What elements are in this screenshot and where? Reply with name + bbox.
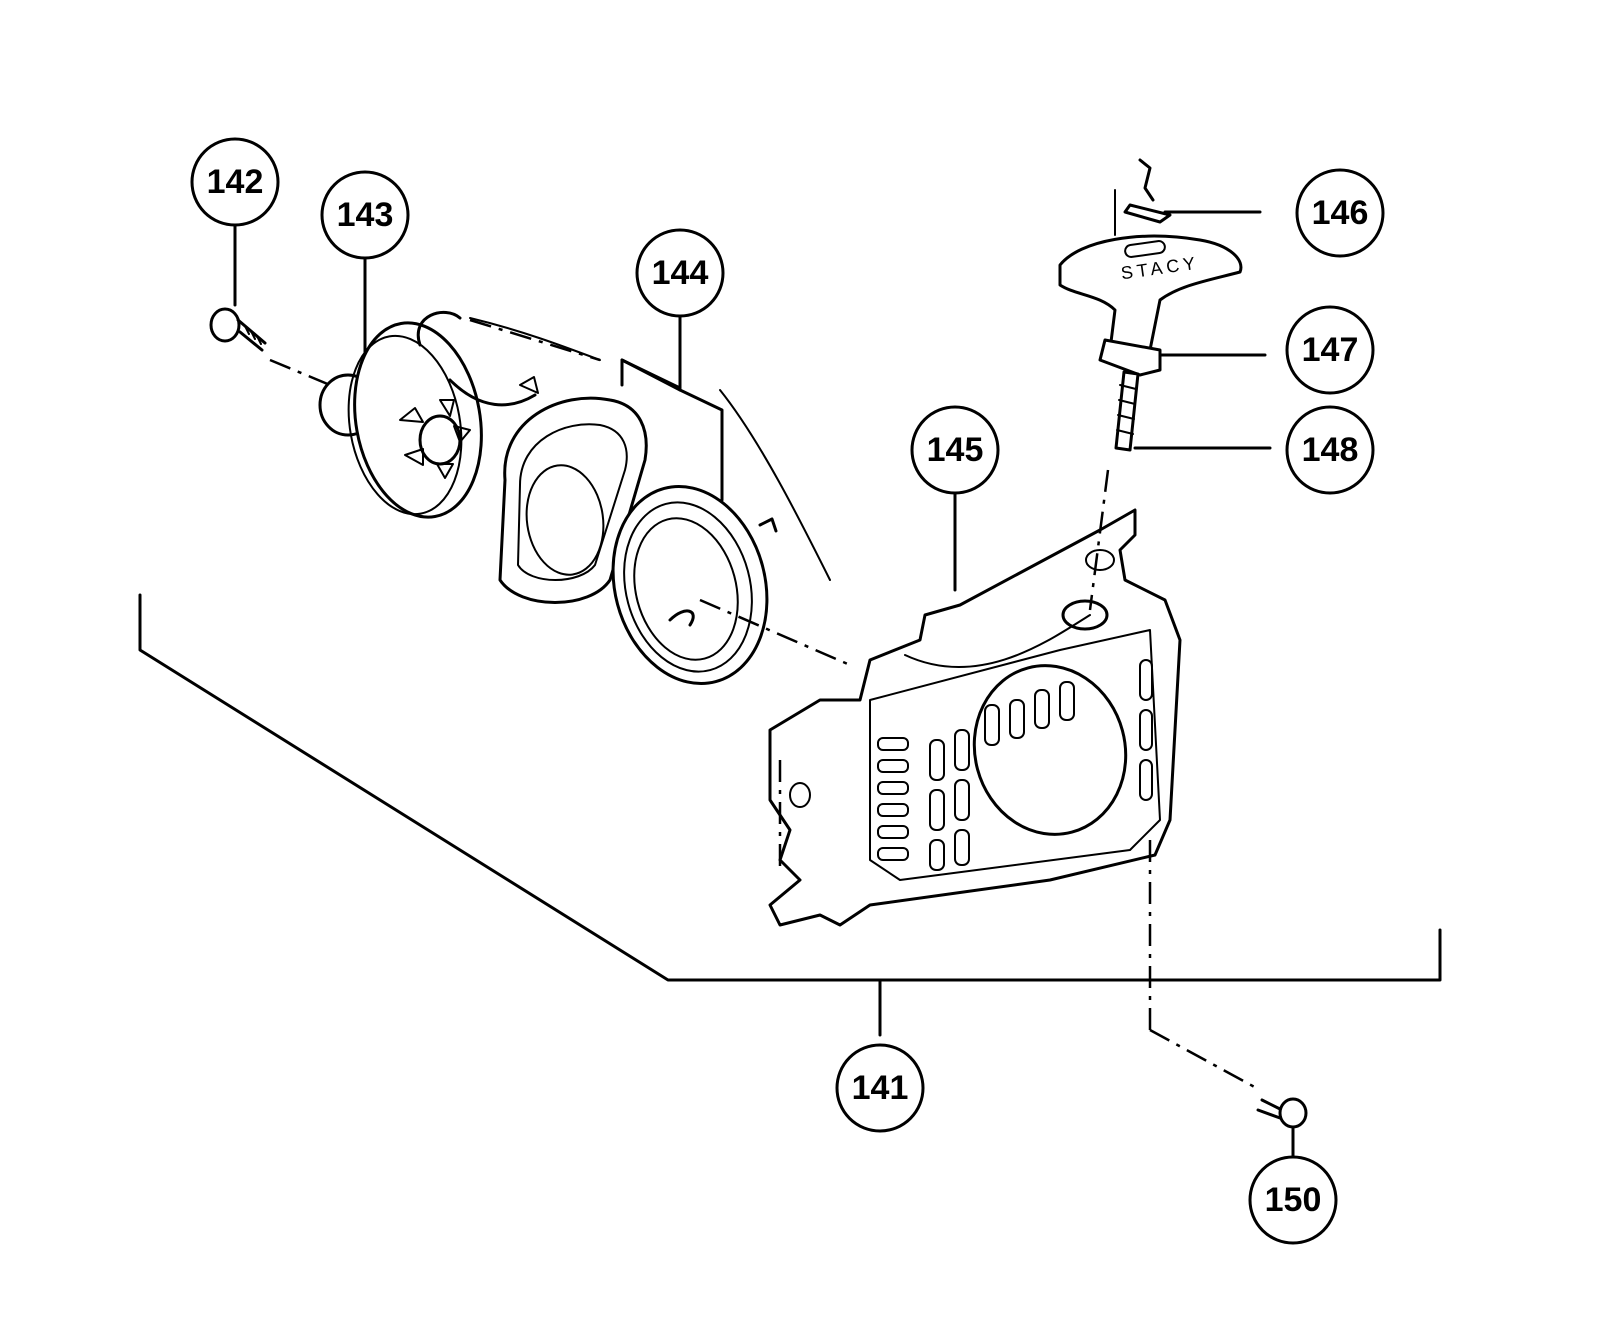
svg-text:147: 147 bbox=[1302, 331, 1359, 369]
callout-142: 142 bbox=[190, 137, 280, 227]
svg-text:144: 144 bbox=[652, 254, 709, 292]
callout-143: 143 bbox=[320, 170, 410, 260]
callout-146: 146 bbox=[1295, 168, 1385, 258]
callout-144: 144 bbox=[635, 228, 725, 318]
screw-150 bbox=[1148, 840, 1308, 1160]
assembly-bracket-141 bbox=[138, 593, 1442, 1037]
svg-text:145: 145 bbox=[927, 431, 984, 469]
callout-148: 148 bbox=[1285, 405, 1375, 495]
callout-150: 150 bbox=[1248, 1155, 1338, 1245]
spring-set-144 bbox=[498, 303, 851, 686]
pulley-143 bbox=[318, 253, 601, 519]
svg-text:150: 150 bbox=[1265, 1181, 1322, 1219]
svg-text:142: 142 bbox=[207, 163, 264, 201]
svg-text:143: 143 bbox=[337, 196, 394, 234]
callout-145: 145 bbox=[910, 405, 1000, 495]
callout-147: 147 bbox=[1285, 305, 1375, 395]
starter-cover-145 bbox=[768, 483, 1182, 927]
svg-text:141: 141 bbox=[852, 1069, 909, 1107]
svg-text:148: 148 bbox=[1302, 431, 1359, 469]
starter-handle-assembly: STACY bbox=[1058, 158, 1272, 611]
svg-text:146: 146 bbox=[1312, 194, 1369, 232]
screw-142 bbox=[209, 223, 331, 387]
callout-141: 141 bbox=[835, 1043, 925, 1133]
